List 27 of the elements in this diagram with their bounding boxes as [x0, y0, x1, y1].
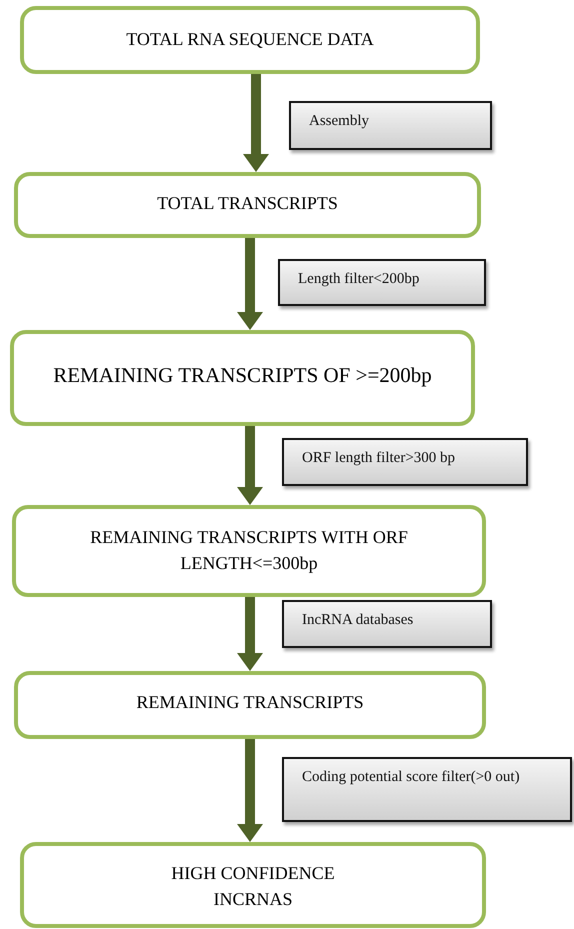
step-label: TOTAL TRANSCRIPTS	[157, 192, 338, 215]
step-label: REMAINING TRANSCRIPTS WITH ORF LENGTH<=300bp	[89, 526, 409, 576]
filter-box	[282, 600, 492, 648]
filter-box	[282, 757, 572, 822]
arrow	[237, 426, 263, 505]
step-label: TOTAL RNA SEQUENCE DATA	[126, 28, 374, 51]
filter-label: Length filter<200bp	[298, 271, 420, 288]
process-box	[14, 671, 486, 739]
arrow	[237, 238, 263, 330]
filter-box	[278, 259, 486, 306]
arrow	[243, 74, 269, 172]
process-box	[10, 330, 475, 426]
process-box	[20, 842, 486, 928]
arrow	[237, 597, 263, 671]
arrow	[237, 739, 263, 842]
filter-label: IncRNA databases	[302, 612, 414, 629]
filter-box	[282, 438, 528, 486]
filter-box	[289, 101, 492, 150]
step-label: REMAINING TRANSCRIPTS OF >=200bp	[53, 362, 432, 389]
process-box	[20, 6, 480, 74]
step-label: HIGH CONFIDENCE INCRNAS	[170, 862, 336, 912]
process-box	[12, 505, 486, 597]
process-box	[14, 172, 481, 238]
filter-label: Coding potential score filter(>0 out)	[302, 769, 521, 786]
filter-label: ORF length filter>300 bp	[302, 450, 456, 467]
filter-label: Assembly	[309, 113, 370, 130]
step-label: REMAINING TRANSCRIPTS	[136, 691, 364, 714]
